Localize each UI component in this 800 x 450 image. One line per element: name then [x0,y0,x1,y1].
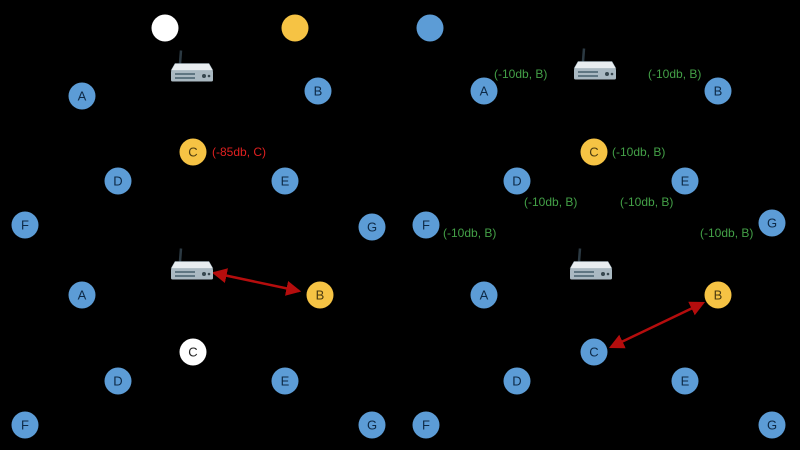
node-g: G [358,411,386,439]
node-c: C [179,338,207,366]
signal-annotation: (-10db, B) [700,226,754,240]
node-e: E [271,367,299,395]
node-d: D [104,167,132,195]
node-f: F [412,211,440,239]
node-d: D [503,167,531,195]
node-b: B [306,281,334,309]
link-arrow [211,268,302,296]
node-g: G [758,209,786,237]
signal-annotation: (-85db, C) [212,145,267,159]
node-g: G [358,213,386,241]
node-b: B [704,77,732,105]
signal-annotation: (-10db, B) [612,145,666,159]
wifi-router-icon [572,48,618,91]
node-c: C [580,138,608,166]
node-g: G [758,411,786,439]
node-a: A [470,77,498,105]
wifi-router-icon [568,248,614,291]
node-e: E [671,367,699,395]
node-d: D [503,367,531,395]
signal-annotation: (-10db, B) [443,226,497,240]
node-c: C [580,338,608,366]
link-arrow [608,301,706,349]
node-f: F [11,411,39,439]
signal-annotation: (-10db, B) [648,67,702,81]
node-c: C [179,138,207,166]
legend-dot-white [151,14,179,42]
wifi-router-icon [169,248,215,291]
node-a: A [68,82,96,110]
node-b: B [704,281,732,309]
node-e: E [271,167,299,195]
signal-annotation: (-10db, B) [620,195,674,209]
node-e: E [671,167,699,195]
legend-dot-blue [416,14,444,42]
signal-annotation: (-10db, B) [524,195,578,209]
node-d: D [104,367,132,395]
legend-dot-yellow [281,14,309,42]
node-a: A [470,281,498,309]
signal-annotation: (-10db, B) [494,67,548,81]
node-b: B [304,77,332,105]
node-f: F [412,411,440,439]
wifi-router-icon [169,50,215,93]
node-f: F [11,211,39,239]
node-a: A [68,281,96,309]
